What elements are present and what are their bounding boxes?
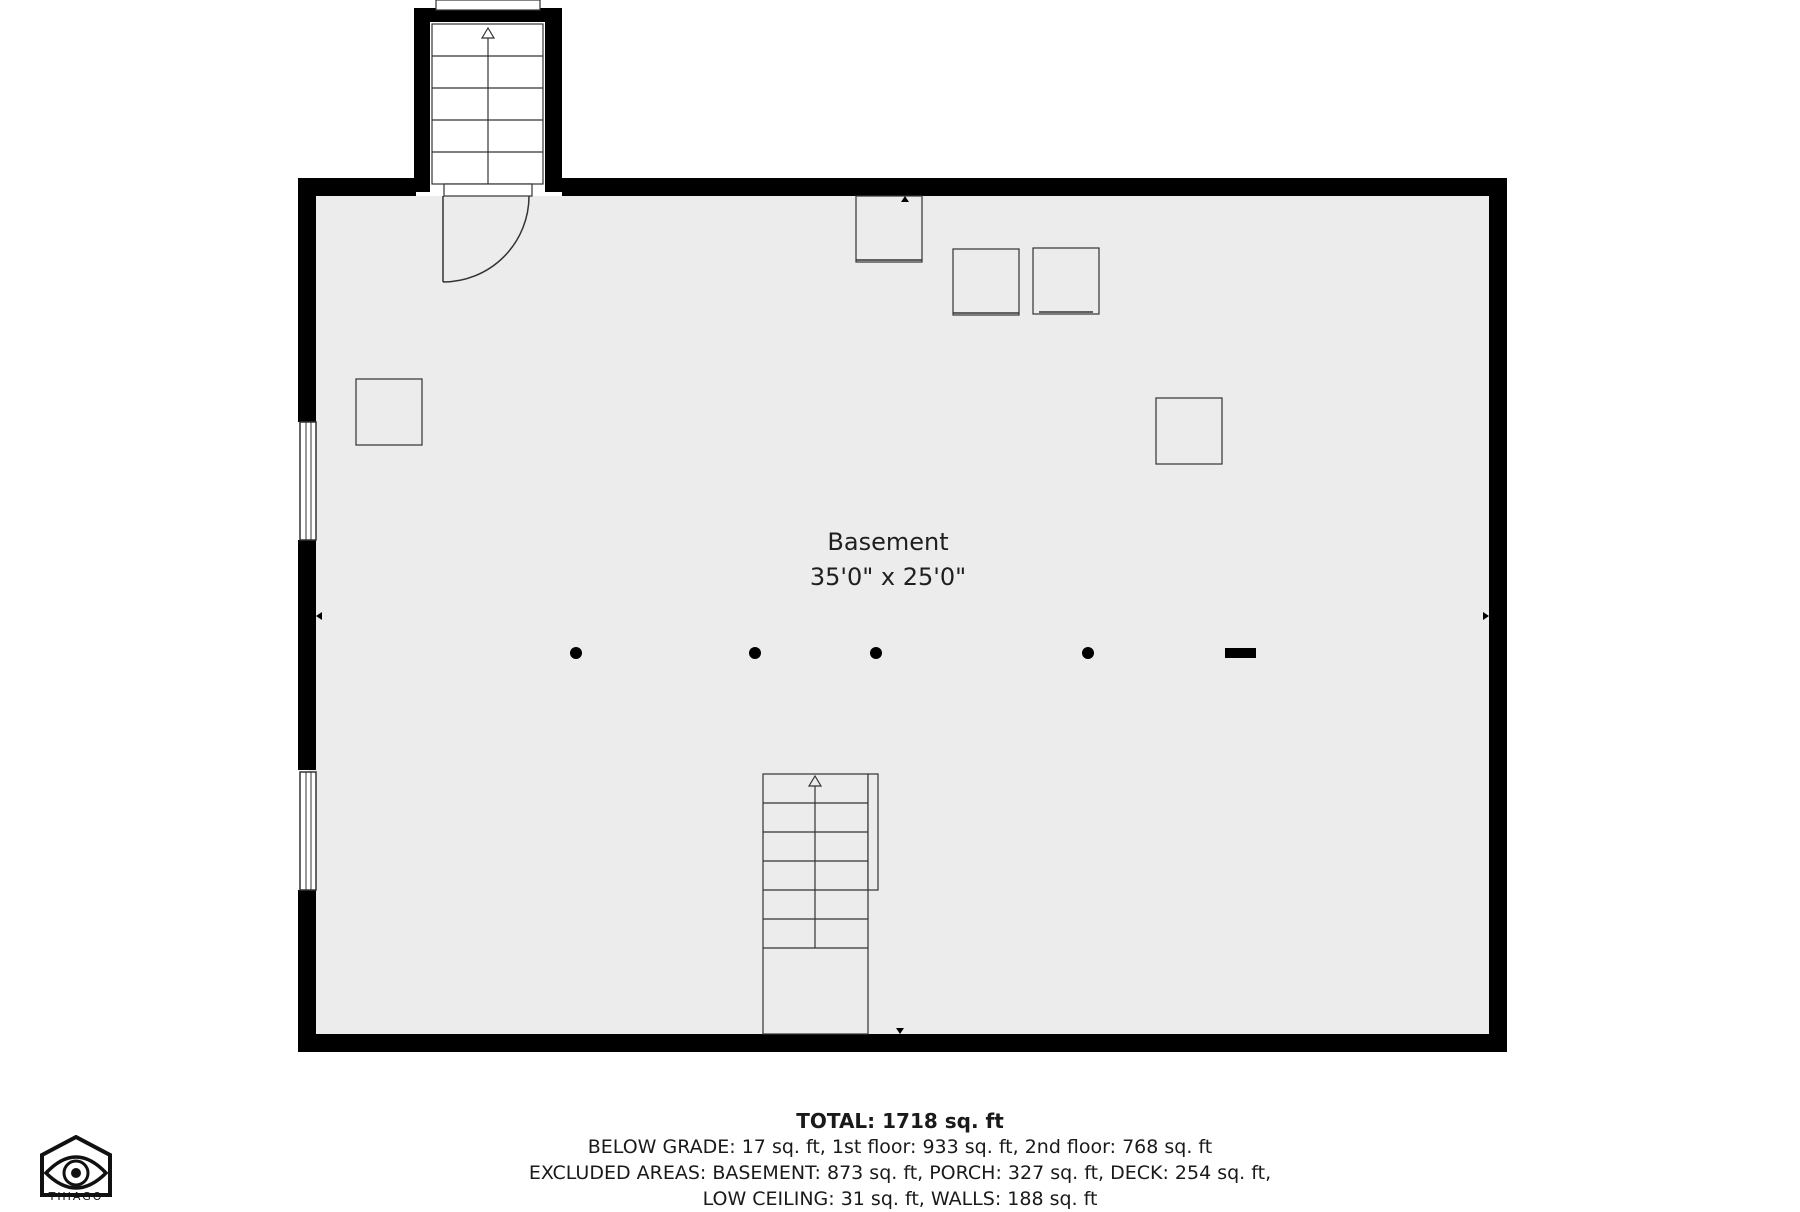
dimension-markers [316,612,1489,1034]
window-lower [299,771,317,891]
room-name: Basement [827,528,948,556]
column-beam [1225,648,1256,658]
door-swing [442,195,530,283]
column [870,647,882,659]
excluded-areas-line-cont: LOW CEILING: 31 sq. ft, WALLS: 188 sq. f… [702,1188,1098,1210]
column [570,647,582,659]
interior-stairs [762,773,879,1035]
wall-left-middle [298,540,316,770]
window-upper [299,421,317,541]
area-breakdown-line: BELOW GRADE: 17 sq. ft, 1st floor: 933 s… [587,1136,1213,1158]
wall-left-lower [298,890,316,1052]
wall-top-right [562,178,1507,196]
fixture-right [1155,397,1223,465]
fixture-top-center [855,195,923,263]
excluded-areas-line: EXCLUDED AREAS: BASEMENT: 873 sq. ft, PO… [528,1162,1272,1184]
appliance-left [952,248,1020,316]
wall-right [1489,178,1507,1052]
wall-left-upper [298,178,316,422]
bulkhead-stairs [414,0,562,197]
room-dimensions: 35'0" x 25'0" [810,563,966,591]
area-summary: TOTAL: 1718 sq. ft BELOW GRADE: 17 sq. f… [450,1108,1350,1212]
logo-text: THIAGO [48,1190,104,1203]
wall-bottom [298,1034,1507,1052]
wall-top-left [298,178,416,196]
fixture-left [355,378,423,446]
stair-railing [867,773,879,891]
basement-floor [308,196,1496,1034]
column [1082,647,1094,659]
total-area: TOTAL: 1718 sq. ft [796,1109,1004,1133]
exterior-walls [298,178,1507,1052]
column [749,647,761,659]
support-columns [570,647,1256,659]
house-eye-icon [40,1135,112,1197]
appliance-right [1032,247,1100,315]
